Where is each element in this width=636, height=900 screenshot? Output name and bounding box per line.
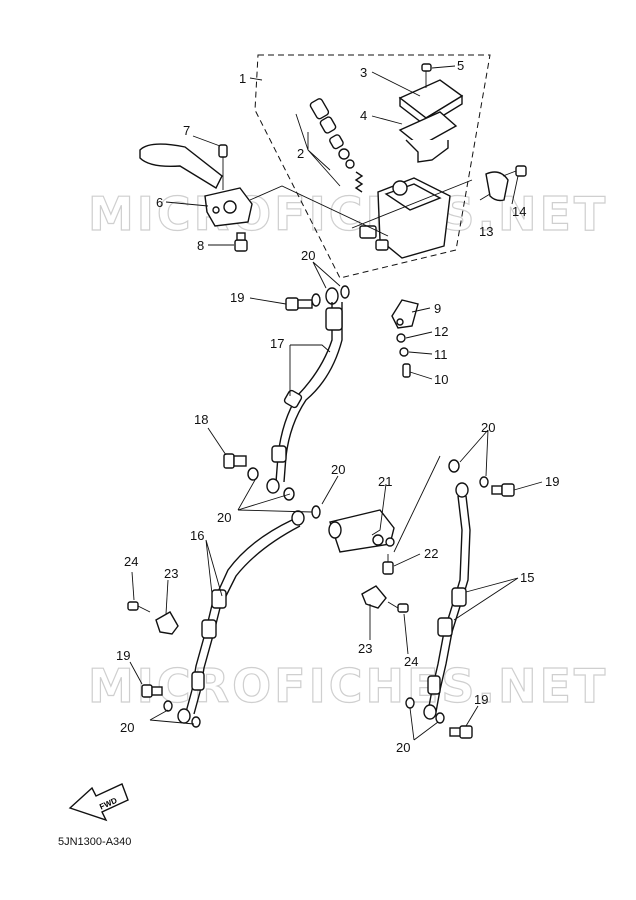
brake-hose-16 xyxy=(177,510,305,724)
callout-12: 12 xyxy=(434,324,448,339)
callout-19-top: 19 xyxy=(230,290,244,305)
callout-19-right-top: 19 xyxy=(545,474,559,489)
callout-2: 2 xyxy=(297,146,304,161)
screw-10 xyxy=(402,363,411,378)
callout-3: 3 xyxy=(360,65,367,80)
assembly-boundary xyxy=(254,54,491,279)
callout-5: 5 xyxy=(457,58,464,73)
screw-7 xyxy=(218,144,228,190)
callout-9: 9 xyxy=(434,301,441,316)
callout-labels: 1 2 3 4 5 6 7 8 9 10 11 12 13 14 15 16 1… xyxy=(116,58,559,755)
master-cylinder-body xyxy=(359,177,451,259)
washer-20-b xyxy=(340,285,350,299)
callout-24-left: 24 xyxy=(124,554,138,569)
bolt-24-right xyxy=(387,601,409,613)
callout-18: 18 xyxy=(194,412,208,427)
piston-kit-2 xyxy=(309,98,364,193)
washer-11 xyxy=(399,347,409,357)
brake-hose-17 xyxy=(266,302,343,494)
union-bolt-19-top xyxy=(285,297,313,311)
washer-12 xyxy=(396,333,406,343)
brake-joint-21 xyxy=(328,509,395,553)
callout-21: 21 xyxy=(378,474,392,489)
brake-hose-15 xyxy=(423,482,471,720)
callout-17: 17 xyxy=(270,336,284,351)
washer-20-f xyxy=(163,700,173,712)
washer-20-h xyxy=(448,459,460,473)
brake-switch-9 xyxy=(391,299,419,329)
callout-20-right-bottom: 20 xyxy=(396,740,410,755)
banjo-fitting-top xyxy=(325,287,339,305)
washer-20-g xyxy=(191,716,201,728)
callout-7: 7 xyxy=(183,123,190,138)
callout-13: 13 xyxy=(479,224,493,239)
clamp-23-right xyxy=(361,585,387,609)
callout-1: 1 xyxy=(239,71,246,86)
holder-13 xyxy=(485,171,509,202)
callout-20-left-mid: 20 xyxy=(217,510,231,525)
diaphragm-4 xyxy=(398,111,458,163)
clamp-23-left xyxy=(155,611,179,635)
washer-20-j xyxy=(405,697,415,709)
washer-20-e xyxy=(311,505,321,519)
union-bolt-19-right-top xyxy=(491,483,515,497)
watermark-upper: MICROFICHES.NET xyxy=(88,187,608,241)
union-bolt-18 xyxy=(223,453,247,469)
brake-lever xyxy=(139,143,253,227)
callout-8: 8 xyxy=(197,238,204,253)
callout-23-left: 23 xyxy=(164,566,178,581)
callout-4: 4 xyxy=(360,108,367,123)
washer-20-k xyxy=(435,712,445,724)
washer-20-c xyxy=(247,467,259,481)
callout-15: 15 xyxy=(520,570,534,585)
callout-22: 22 xyxy=(424,546,438,561)
callout-24-right: 24 xyxy=(404,654,418,669)
callout-6: 6 xyxy=(156,195,163,210)
bolt-14 xyxy=(502,165,527,177)
callout-20-top: 20 xyxy=(301,248,315,263)
fwd-arrow-icon: FWD xyxy=(68,783,129,822)
union-bolt-19-left xyxy=(141,684,163,698)
watermark-lower: MICROFICHES.NET xyxy=(88,659,608,713)
callout-16: 16 xyxy=(190,528,204,543)
callout-11: 11 xyxy=(434,347,448,362)
washer-20-i xyxy=(479,476,489,488)
leader-lines xyxy=(129,65,543,741)
callout-10: 10 xyxy=(434,372,448,387)
callout-14: 14 xyxy=(512,204,526,219)
bolt-22 xyxy=(382,554,394,575)
nut-8 xyxy=(234,232,248,252)
callout-20-left-bottom: 20 xyxy=(120,720,134,735)
callout-23-right: 23 xyxy=(358,641,372,656)
bolt-24-left xyxy=(127,601,151,613)
screw-5 xyxy=(421,63,432,88)
callout-20-center: 20 xyxy=(331,462,345,477)
callout-19-left: 19 xyxy=(116,648,130,663)
diagram-code: 5JN1300-A340 xyxy=(58,836,132,848)
callout-20-right-top: 20 xyxy=(481,420,495,435)
callout-19-right-bottom: 19 xyxy=(474,692,488,707)
union-bolt-19-right-bottom xyxy=(449,725,473,739)
washer-20-a xyxy=(311,293,321,307)
